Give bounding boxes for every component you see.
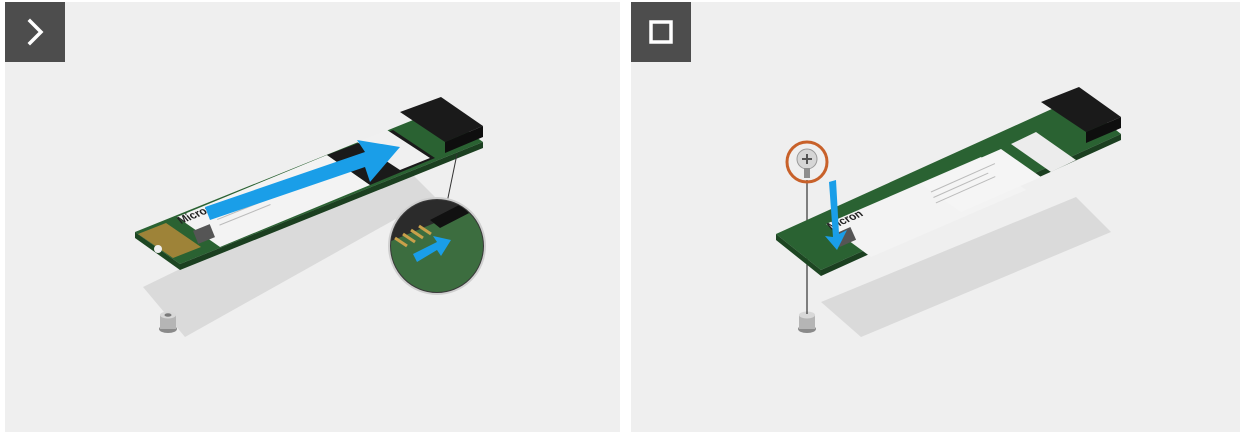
step-panel-insert: Micron — [5, 2, 620, 432]
ssd-secure-illustration: Micron — [631, 2, 1240, 432]
standoff-icon — [159, 312, 177, 334]
step-panel-secure: Micron — [631, 2, 1240, 432]
ssd-insert-illustration: Micron — [5, 2, 620, 432]
screw-highlight — [787, 142, 827, 182]
standoff-icon — [798, 312, 816, 334]
